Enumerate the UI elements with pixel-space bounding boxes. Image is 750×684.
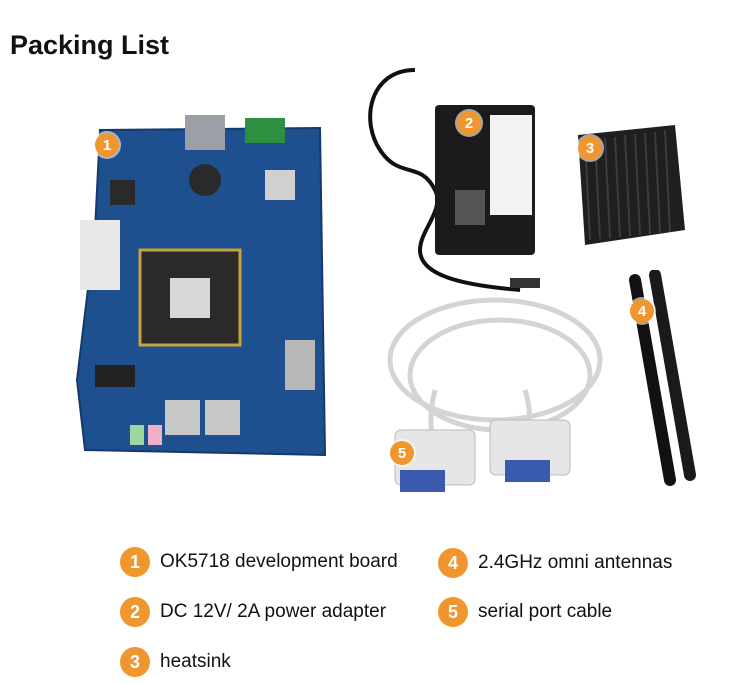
legend-item-2: 2 DC 12V/ 2A power adapter xyxy=(120,597,386,627)
heatsink-image xyxy=(578,125,685,245)
legend-text-4: 2.4GHz omni antennas xyxy=(478,552,673,573)
marker-5: 5 xyxy=(390,441,414,465)
legend-item-4: 4 2.4GHz omni antennas xyxy=(438,548,672,578)
legend-number-5: 5 xyxy=(438,597,468,627)
legend-item-5: 5 serial port cable xyxy=(438,597,612,627)
marker-3: 3 xyxy=(578,136,602,160)
legend-text-3: heatsink xyxy=(160,651,231,672)
power-adapter-image xyxy=(368,68,540,292)
legend-number-2: 2 xyxy=(120,597,150,627)
page-title: Packing List xyxy=(10,30,170,60)
legend-item-3: 3 heatsink xyxy=(120,647,231,677)
legend-text-2: DC 12V/ 2A power adapter xyxy=(160,601,387,622)
marker-1: 1 xyxy=(95,133,119,157)
marker-4: 4 xyxy=(630,299,654,323)
development-board-image xyxy=(75,115,327,457)
legend-number-3: 3 xyxy=(120,647,150,677)
legend-number-4: 4 xyxy=(438,548,468,578)
serial-cable-image xyxy=(387,297,603,492)
legend-item-1: 1 OK5718 development board xyxy=(120,547,398,577)
antennas-image xyxy=(629,270,696,486)
legend-text-1: OK5718 development board xyxy=(160,551,398,572)
legend-text-5: serial port cable xyxy=(478,601,613,622)
legend-number-1: 1 xyxy=(120,547,150,577)
marker-2: 2 xyxy=(457,111,481,135)
